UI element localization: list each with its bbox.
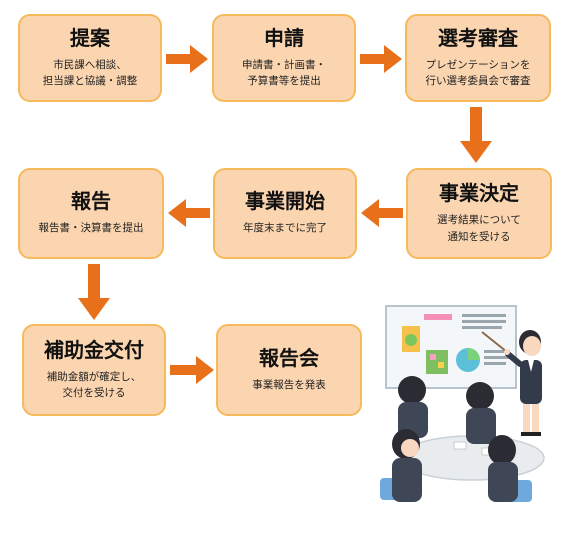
step-description: 事業報告を発表 [252,378,326,391]
presentation-meeting-illustration [380,305,545,502]
arrow-left-icon [168,199,210,227]
step-title: 報告 [71,189,111,214]
step-description: プレゼンテーションを 行い選考委員会で審査 [425,58,531,87]
step-description: 選考結果について 通知を受ける [437,214,521,243]
step-title: 報告会 [259,345,319,370]
step-screening: 選考審査 プレゼンテーションを 行い選考委員会で審査 [405,14,551,102]
step-title: 事業開始 [245,189,325,214]
step-title: 補助金交付 [44,337,144,362]
step-title: 事業決定 [439,181,519,206]
step-subsidy: 補助金交付 補助金額が確定し、 交付を受ける [22,324,166,416]
step-start: 事業開始 年度末までに完了 [213,168,357,259]
step-title: 提案 [70,25,110,50]
step-description: 補助金額が確定し、 交付を受ける [46,370,142,399]
arrow-down-icon [460,107,492,163]
arrow-right-icon [360,45,402,73]
step-briefing: 報告会 事業報告を発表 [216,324,362,416]
step-description: 市民課へ相談、 担当課と協議・調整 [42,58,138,87]
step-proposal: 提案 市民課へ相談、 担当課と協議・調整 [18,14,162,102]
arrow-right-icon [170,356,214,384]
arrow-right-icon [166,45,208,73]
step-report: 報告 報告書・決算書を提出 [18,168,164,259]
step-description: 年度末までに完了 [243,222,327,235]
step-title: 選考審査 [438,25,518,50]
step-title: 申請 [264,25,304,50]
step-decision: 事業決定 選考結果について 通知を受ける [406,168,552,259]
arrow-down-icon [78,264,110,320]
step-application: 申請 申請書・計画書・ 予算書等を提出 [212,14,356,102]
arrow-left-icon [361,199,403,227]
step-description: 申請書・計画書・ 予算書等を提出 [242,58,326,87]
step-description: 報告書・決算書を提出 [38,222,144,235]
